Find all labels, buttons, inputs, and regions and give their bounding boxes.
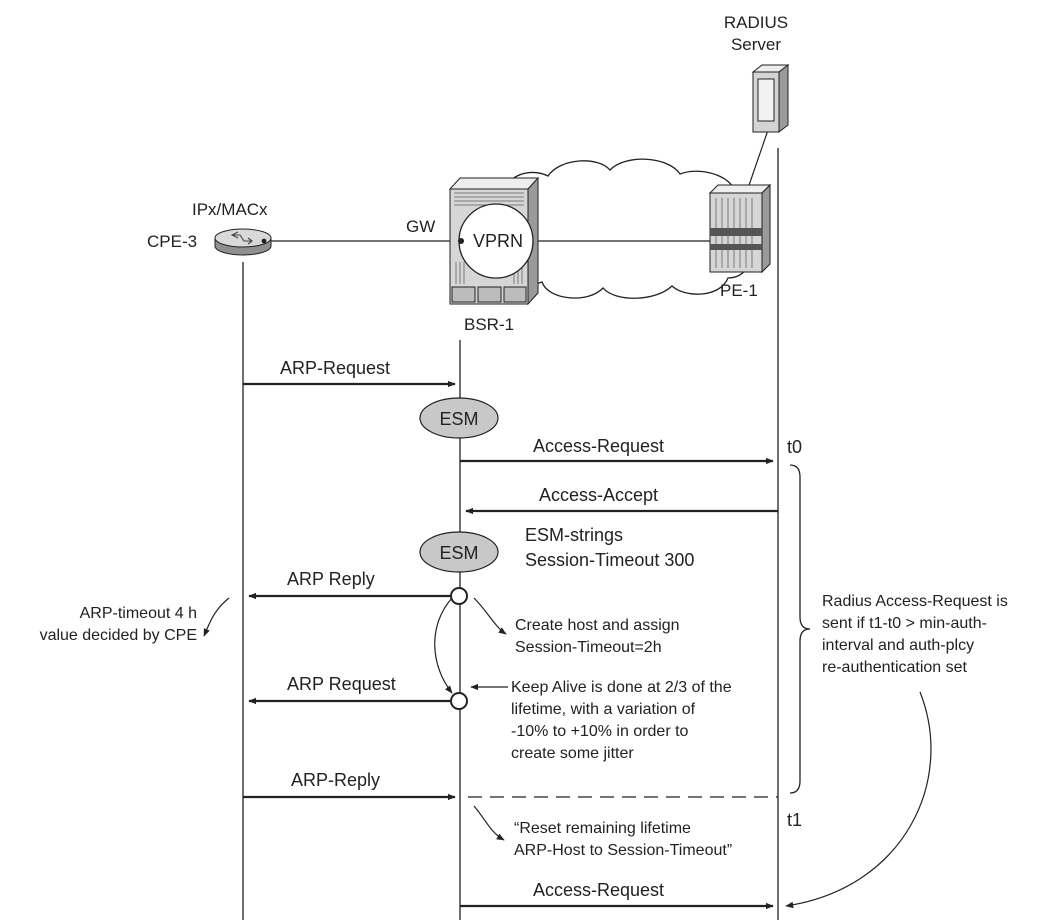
arp-reply-origin-marker (450, 587, 468, 605)
keep-alive-interval-arrow (434, 597, 453, 694)
cpe-router-icon (214, 228, 272, 256)
esm-label-1: ESM (439, 409, 478, 429)
create-host-note: Create host and assign Session-Timeout=2… (515, 617, 680, 656)
re-auth-arrow (785, 691, 932, 909)
arp-request-label-2: ARP Request (287, 674, 396, 694)
link-pe-to-radius (745, 129, 769, 195)
arp-reply-label-2: ARP-Reply (291, 770, 380, 790)
arp-reply-label-1: ARP Reply (287, 569, 375, 589)
bsr-label: BSR-1 (464, 315, 514, 334)
access-request-label-2: Access-Request (533, 880, 664, 900)
t0-label: t0 (787, 437, 802, 457)
radius-server-label-line1: RADIUS (724, 13, 788, 32)
arp-request-label: ARP-Request (280, 358, 390, 378)
cpe-port-dot (261, 238, 267, 244)
reset-lifetime-arrow (473, 805, 505, 841)
arp-timeout-note: ARP-timeout 4 h value decided by CPE (40, 605, 197, 644)
access-request-label-1: Access-Request (533, 436, 664, 456)
vprn-label: VPRN (473, 231, 523, 251)
radius-server-label-line2: Server (731, 35, 781, 54)
keep-alive-note: Keep Alive is done at 2/3 of the lifetim… (511, 679, 732, 762)
esm-node-1 (419, 397, 499, 439)
pe-chassis-icon (708, 183, 772, 274)
arp-timeout-arrow (203, 597, 230, 637)
radius-note-line4: re-authentication set (822, 659, 968, 676)
radius-note-line1: Radius Access-Request is (822, 593, 1008, 610)
reset-lifetime-note-line1: “Reset remaining lifetime (514, 820, 691, 837)
esm-node-2 (419, 531, 499, 573)
reset-lifetime-note: “Reset remaining lifetime ARP-Host to Se… (514, 820, 732, 859)
keep-alive-note-line3: -10% to +10% in order to (511, 723, 689, 740)
reset-lifetime-note-line2: ARP-Host to Session-Timeout” (514, 842, 732, 859)
radius-reauth-note: Radius Access-Request is sent if t1-t0 >… (822, 593, 1008, 676)
esm-label-2: ESM (439, 543, 478, 563)
gw-label: GW (406, 217, 435, 236)
keep-alive-note-line2: lifetime, with a variation of (511, 701, 696, 718)
access-accept-label: Access-Accept (539, 485, 658, 505)
cpe-address-label: IPx/MACx (192, 200, 268, 219)
keep-alive-note-line1: Keep Alive is done at 2/3 of the (511, 679, 732, 696)
arp-timeout-note-line1: ARP-timeout 4 h (80, 605, 197, 622)
keep-alive-note-line4: create some jitter (511, 745, 634, 762)
esm-strings-label: ESM-strings (525, 525, 623, 545)
radius-note-line3: interval and auth-plcy (822, 637, 974, 654)
arp-timeout-note-line2: value decided by CPE (40, 627, 197, 644)
create-host-note-line2: Session-Timeout=2h (515, 639, 662, 656)
radius-note-line2: sent if t1-t0 > min-auth- (822, 615, 987, 632)
pe-label: PE-1 (720, 281, 758, 300)
cpe-label: CPE-3 (147, 232, 197, 251)
t1-label: t1 (787, 810, 802, 830)
keep-alive-origin-marker (450, 692, 468, 710)
create-host-arrow (473, 597, 507, 635)
gw-dot (458, 238, 464, 244)
create-host-note-line1: Create host and assign (515, 617, 680, 634)
radius-server-icon (751, 63, 790, 134)
t0-t1-brace (789, 464, 811, 794)
session-timeout-300-label: Session-Timeout 300 (525, 550, 694, 570)
